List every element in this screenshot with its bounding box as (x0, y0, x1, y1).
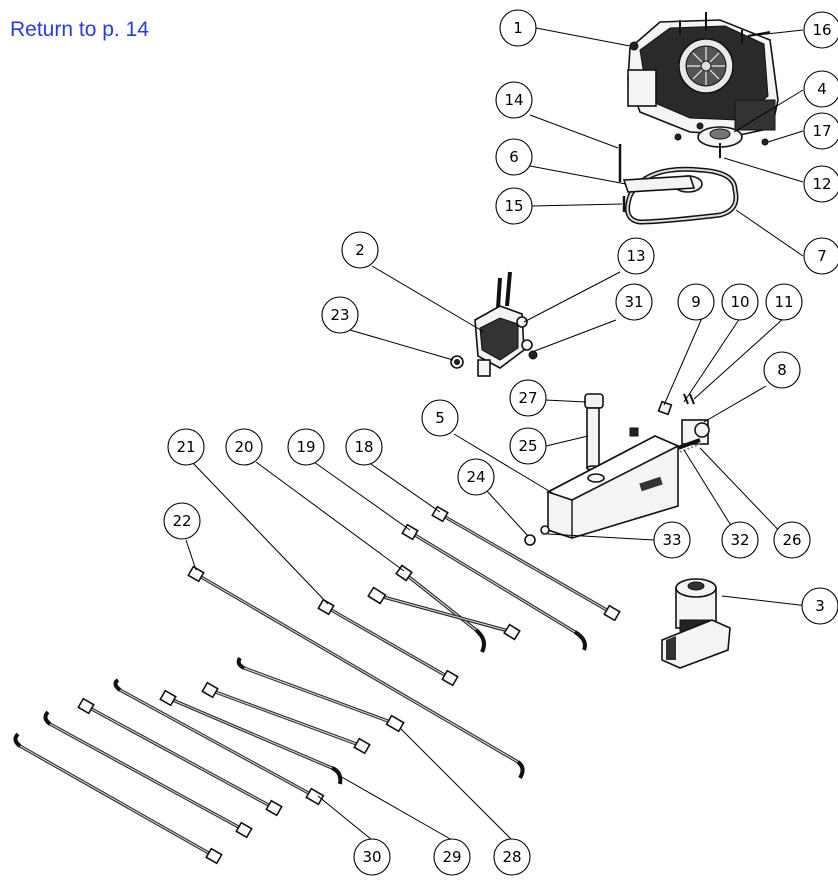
svg-text:21: 21 (176, 438, 195, 456)
svg-text:7: 7 (817, 247, 827, 265)
hose-21 (317, 598, 459, 687)
svg-text:14: 14 (504, 91, 523, 109)
callout-32: 32 (721, 521, 759, 559)
callout-24: 24 (457, 458, 495, 496)
callout-4: 4 (803, 70, 838, 108)
svg-text:6: 6 (509, 148, 519, 166)
svg-text:10: 10 (730, 293, 749, 311)
svg-text:19: 19 (296, 438, 315, 456)
svg-text:26: 26 (782, 531, 801, 549)
svg-text:33: 33 (662, 531, 681, 549)
callout-18: 18 (345, 428, 383, 466)
callout-6: 6 (495, 138, 533, 176)
reservoir-tank-part (524, 435, 680, 546)
callout-7: 7 (803, 237, 838, 275)
svg-text:18: 18 (354, 438, 373, 456)
leader-lines (185, 27, 809, 841)
svg-text:25: 25 (518, 437, 537, 455)
svg-text:2: 2 (355, 241, 365, 259)
svg-text:17: 17 (812, 122, 831, 140)
svg-text:3: 3 (815, 597, 825, 615)
callout-8: 8 (763, 351, 801, 389)
callout-14: 14 (495, 81, 533, 119)
svg-text:20: 20 (234, 438, 253, 456)
callout-17: 17 (803, 112, 838, 150)
hose-a (367, 586, 521, 641)
callout-1: 1 (499, 9, 537, 47)
control-valve-part (450, 271, 538, 377)
callout-3: 3 (801, 587, 838, 625)
svg-text:15: 15 (504, 197, 523, 215)
callout-15: 15 (495, 187, 533, 225)
callout-19: 19 (287, 428, 325, 466)
svg-text:22: 22 (172, 512, 191, 530)
svg-text:23: 23 (330, 306, 349, 324)
svg-text:27: 27 (518, 389, 537, 407)
callout-13: 13 (617, 237, 655, 275)
return-to-page-link[interactable]: Return to p. 14 (10, 18, 149, 41)
filter-fittings-part (657, 393, 710, 453)
svg-text:24: 24 (466, 468, 485, 486)
callout-29: 29 (433, 838, 471, 876)
svg-text:30: 30 (362, 848, 381, 866)
callout-23: 23 (321, 296, 359, 334)
svg-text:8: 8 (777, 361, 787, 379)
hose-30 (113, 678, 325, 806)
callout-20: 20 (225, 428, 263, 466)
callout-21: 21 (167, 428, 205, 466)
hose-20 (395, 564, 486, 653)
callout-27: 27 (509, 379, 547, 417)
hose-28 (236, 656, 405, 733)
hose-22 (187, 565, 525, 780)
svg-text:31: 31 (624, 293, 643, 311)
hydraulic-pump-part (661, 578, 731, 669)
hose-c (77, 697, 283, 817)
hose-19 (401, 523, 587, 651)
svg-text:9: 9 (691, 293, 701, 311)
svg-text:1: 1 (513, 19, 523, 37)
svg-text:12: 12 (812, 175, 831, 193)
callout-5: 5 (421, 399, 459, 437)
callout-30: 30 (353, 838, 391, 876)
svg-text:11: 11 (774, 293, 793, 311)
svg-text:5: 5 (435, 409, 445, 427)
callout-25: 25 (509, 427, 547, 465)
svg-text:32: 32 (730, 531, 749, 549)
svg-text:4: 4 (817, 80, 827, 98)
callout-11: 11 (765, 283, 803, 321)
callout-12: 12 (803, 165, 838, 203)
hose-18 (431, 505, 621, 622)
svg-text:13: 13 (626, 247, 645, 265)
engine-part (627, 12, 779, 136)
callout-28: 28 (493, 838, 531, 876)
callout-10: 10 (721, 283, 759, 321)
callout-16: 16 (803, 11, 838, 49)
pulley-part (674, 122, 769, 158)
callout-31: 31 (615, 283, 653, 321)
hose-b (201, 681, 371, 755)
belt-part (618, 144, 739, 225)
callout-22: 22 (163, 502, 201, 540)
svg-text:29: 29 (442, 848, 461, 866)
svg-text:16: 16 (812, 21, 831, 39)
filler-part (584, 393, 639, 471)
hose-d (43, 710, 253, 839)
hose-29 (159, 689, 343, 785)
callout-2: 2 (341, 231, 379, 269)
hose-e (13, 732, 223, 865)
callout-9: 9 (677, 283, 715, 321)
svg-text:28: 28 (502, 848, 521, 866)
callout-26: 26 (773, 521, 811, 559)
callout-33: 33 (653, 521, 691, 559)
